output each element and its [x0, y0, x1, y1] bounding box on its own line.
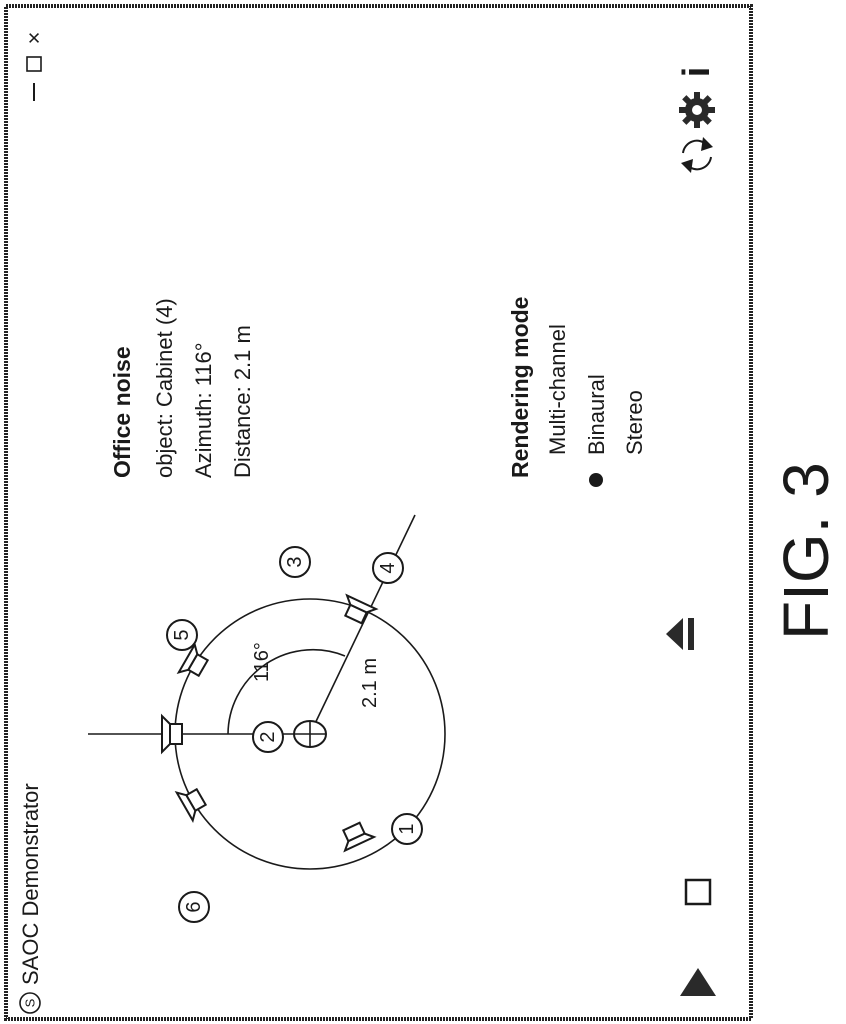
angle-label: 116°	[251, 642, 273, 682]
app-icon: S	[20, 993, 40, 1013]
close-button[interactable]: ×	[22, 32, 47, 45]
svg-text:Multi-channel: Multi-channel	[545, 324, 570, 455]
object-1[interactable]: 1	[392, 814, 422, 844]
svg-text:Stereo: Stereo	[622, 390, 647, 455]
object-6[interactable]: 6	[179, 892, 209, 922]
svg-text:6: 6	[183, 901, 205, 912]
svg-text:Binaural: Binaural	[584, 374, 609, 455]
svg-text:4: 4	[377, 562, 399, 573]
close-icon: ×	[22, 32, 47, 45]
eject-button[interactable]	[666, 618, 694, 650]
settings-icon	[679, 92, 715, 128]
window-title: SAOC Demonstrator	[18, 783, 43, 985]
transport-controls	[666, 618, 716, 996]
scene: 116° 2.1 m	[88, 515, 445, 922]
rendering-mode-heading: Rendering mode	[507, 297, 533, 478]
info-panel: Office noise object: Cabinet (4) Azimuth…	[109, 298, 255, 478]
option-multi-channel[interactable]: Multi-channel	[545, 324, 570, 455]
window-frame	[6, 6, 751, 1019]
option-binaural[interactable]: Binaural	[584, 374, 609, 487]
refresh-button[interactable]	[681, 137, 713, 173]
play-button[interactable]	[680, 968, 716, 996]
object-4-selected[interactable]: 4	[373, 553, 403, 583]
refresh-icon	[681, 137, 713, 173]
object-5[interactable]: 5	[167, 620, 197, 650]
title-bar: S SAOC Demonstrator	[18, 783, 43, 1013]
speaker-icon	[337, 820, 374, 851]
speaker-icon	[177, 783, 209, 820]
stop-button[interactable]	[686, 880, 710, 904]
listener-head-icon	[294, 721, 326, 747]
toolbar: i	[676, 67, 718, 173]
svg-text:2: 2	[257, 731, 279, 742]
rendering-mode-panel: Rendering mode Multi-channel Binaural St…	[507, 297, 647, 487]
maximize-button[interactable]	[27, 57, 41, 71]
selected-radio-dot	[589, 473, 603, 487]
svg-text:S: S	[23, 998, 38, 1007]
play-icon	[680, 968, 716, 996]
object-2[interactable]: 2	[253, 722, 283, 752]
settings-button[interactable]	[679, 92, 715, 128]
svg-text:3: 3	[284, 556, 306, 567]
stop-icon	[686, 880, 710, 904]
info-icon: i	[676, 67, 718, 78]
info-button[interactable]: i	[676, 67, 718, 78]
window-controls: ×	[22, 32, 47, 101]
object-3[interactable]: 3	[280, 547, 310, 577]
figure-caption: FIG. 3	[770, 462, 842, 640]
speaker-icon	[162, 716, 182, 752]
svg-text:5: 5	[171, 629, 193, 640]
azimuth-line: Azimuth: 116°	[191, 342, 216, 478]
svg-text:1: 1	[396, 823, 418, 834]
info-heading: Office noise	[109, 346, 135, 478]
distance-line: Distance: 2.1 m	[230, 325, 255, 478]
maximize-icon	[27, 57, 41, 71]
distance-label: 2.1 m	[359, 658, 381, 708]
object-line: object: Cabinet (4)	[152, 298, 177, 478]
option-stereo[interactable]: Stereo	[622, 390, 647, 455]
speaker-icon	[339, 595, 376, 626]
eject-icon	[666, 618, 694, 650]
azimuth-arc	[228, 650, 345, 734]
